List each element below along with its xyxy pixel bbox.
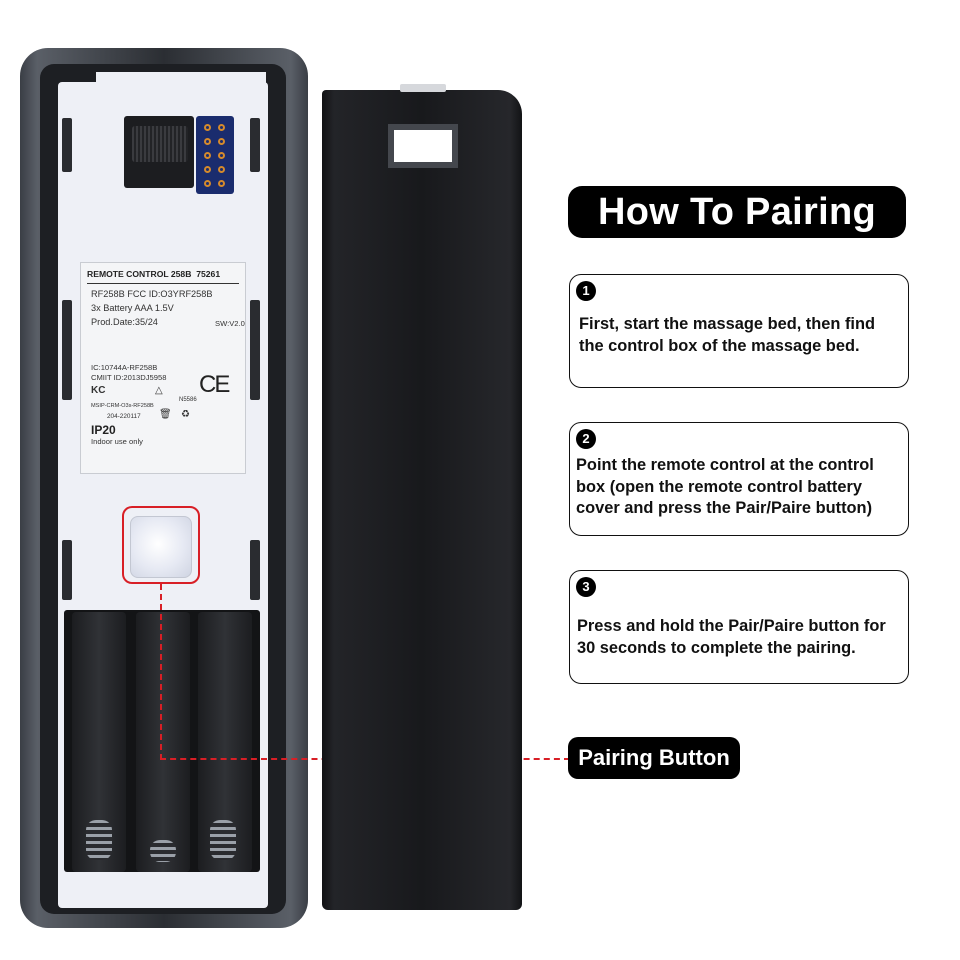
label-ic: IC:10744A-RF258B	[91, 363, 158, 372]
pairing-button[interactable]	[130, 516, 192, 578]
label-cmiit: CMIIT ID:2013DJ5958	[91, 373, 167, 382]
label-sw: SW:V2.0	[215, 319, 245, 328]
label-n: N5586	[179, 397, 197, 403]
page-title: How To Pairing	[568, 186, 906, 238]
circuit-board	[196, 116, 234, 194]
step-text: Point the remote control at the control …	[576, 456, 874, 517]
side-clip	[250, 540, 260, 600]
battery-cover-tab	[400, 84, 446, 92]
side-clip	[62, 540, 72, 600]
weee-bin-icon: 🗑	[159, 409, 172, 420]
rcm-mark-icon: △	[155, 385, 163, 396]
label-line: 3x Battery AAA 1.5V	[91, 303, 174, 313]
battery-slot	[136, 612, 190, 872]
label-line: Prod.Date:35/24	[91, 317, 158, 327]
pairing-button-callout: Pairing Button	[568, 737, 740, 779]
pairing-button-highlight	[122, 506, 200, 584]
side-clip	[250, 300, 260, 400]
recycle-icon: ♻	[181, 409, 190, 420]
step-text: First, start the massage bed, then find …	[579, 315, 875, 355]
battery-cover-window	[388, 124, 458, 168]
callout-line-vertical	[160, 584, 162, 760]
step-card-3: 3 Press and hold the Pair/Paire button f…	[569, 570, 909, 684]
battery-spring	[210, 820, 236, 860]
battery-spring	[150, 840, 176, 862]
side-clip	[250, 118, 260, 172]
side-clip	[62, 300, 72, 400]
label-line: RF258B FCC ID:O3YRF258B	[91, 289, 213, 299]
tray-top	[96, 72, 266, 102]
step-card-1: 1 First, start the massage bed, then fin…	[569, 274, 909, 388]
label-msip: MSIP-CRM-O3s-RF258B	[91, 403, 154, 409]
label-indoor: Indoor use only	[91, 437, 143, 446]
step-text: Press and hold the Pair/Paire button for…	[577, 617, 886, 657]
side-clip	[62, 118, 72, 172]
product-label: REMOTE CONTROL 258B 75261 RF258B FCC ID:…	[80, 262, 246, 474]
step-card-2: 2 Point the remote control at the contro…	[569, 422, 909, 536]
battery-spring	[86, 820, 112, 860]
battery-cover	[322, 90, 522, 910]
step-number-badge: 2	[576, 429, 596, 449]
step-number-badge: 1	[576, 281, 596, 301]
label-telec: 204-220117	[107, 413, 141, 420]
slide-switch[interactable]	[132, 126, 188, 162]
ce-mark-icon: CE	[199, 371, 230, 398]
label-header: REMOTE CONTROL 258B 75261	[87, 269, 221, 279]
step-number-badge: 3	[576, 577, 596, 597]
kc-mark-icon: KC	[91, 385, 106, 396]
label-ip-rating: IP20	[91, 423, 116, 437]
